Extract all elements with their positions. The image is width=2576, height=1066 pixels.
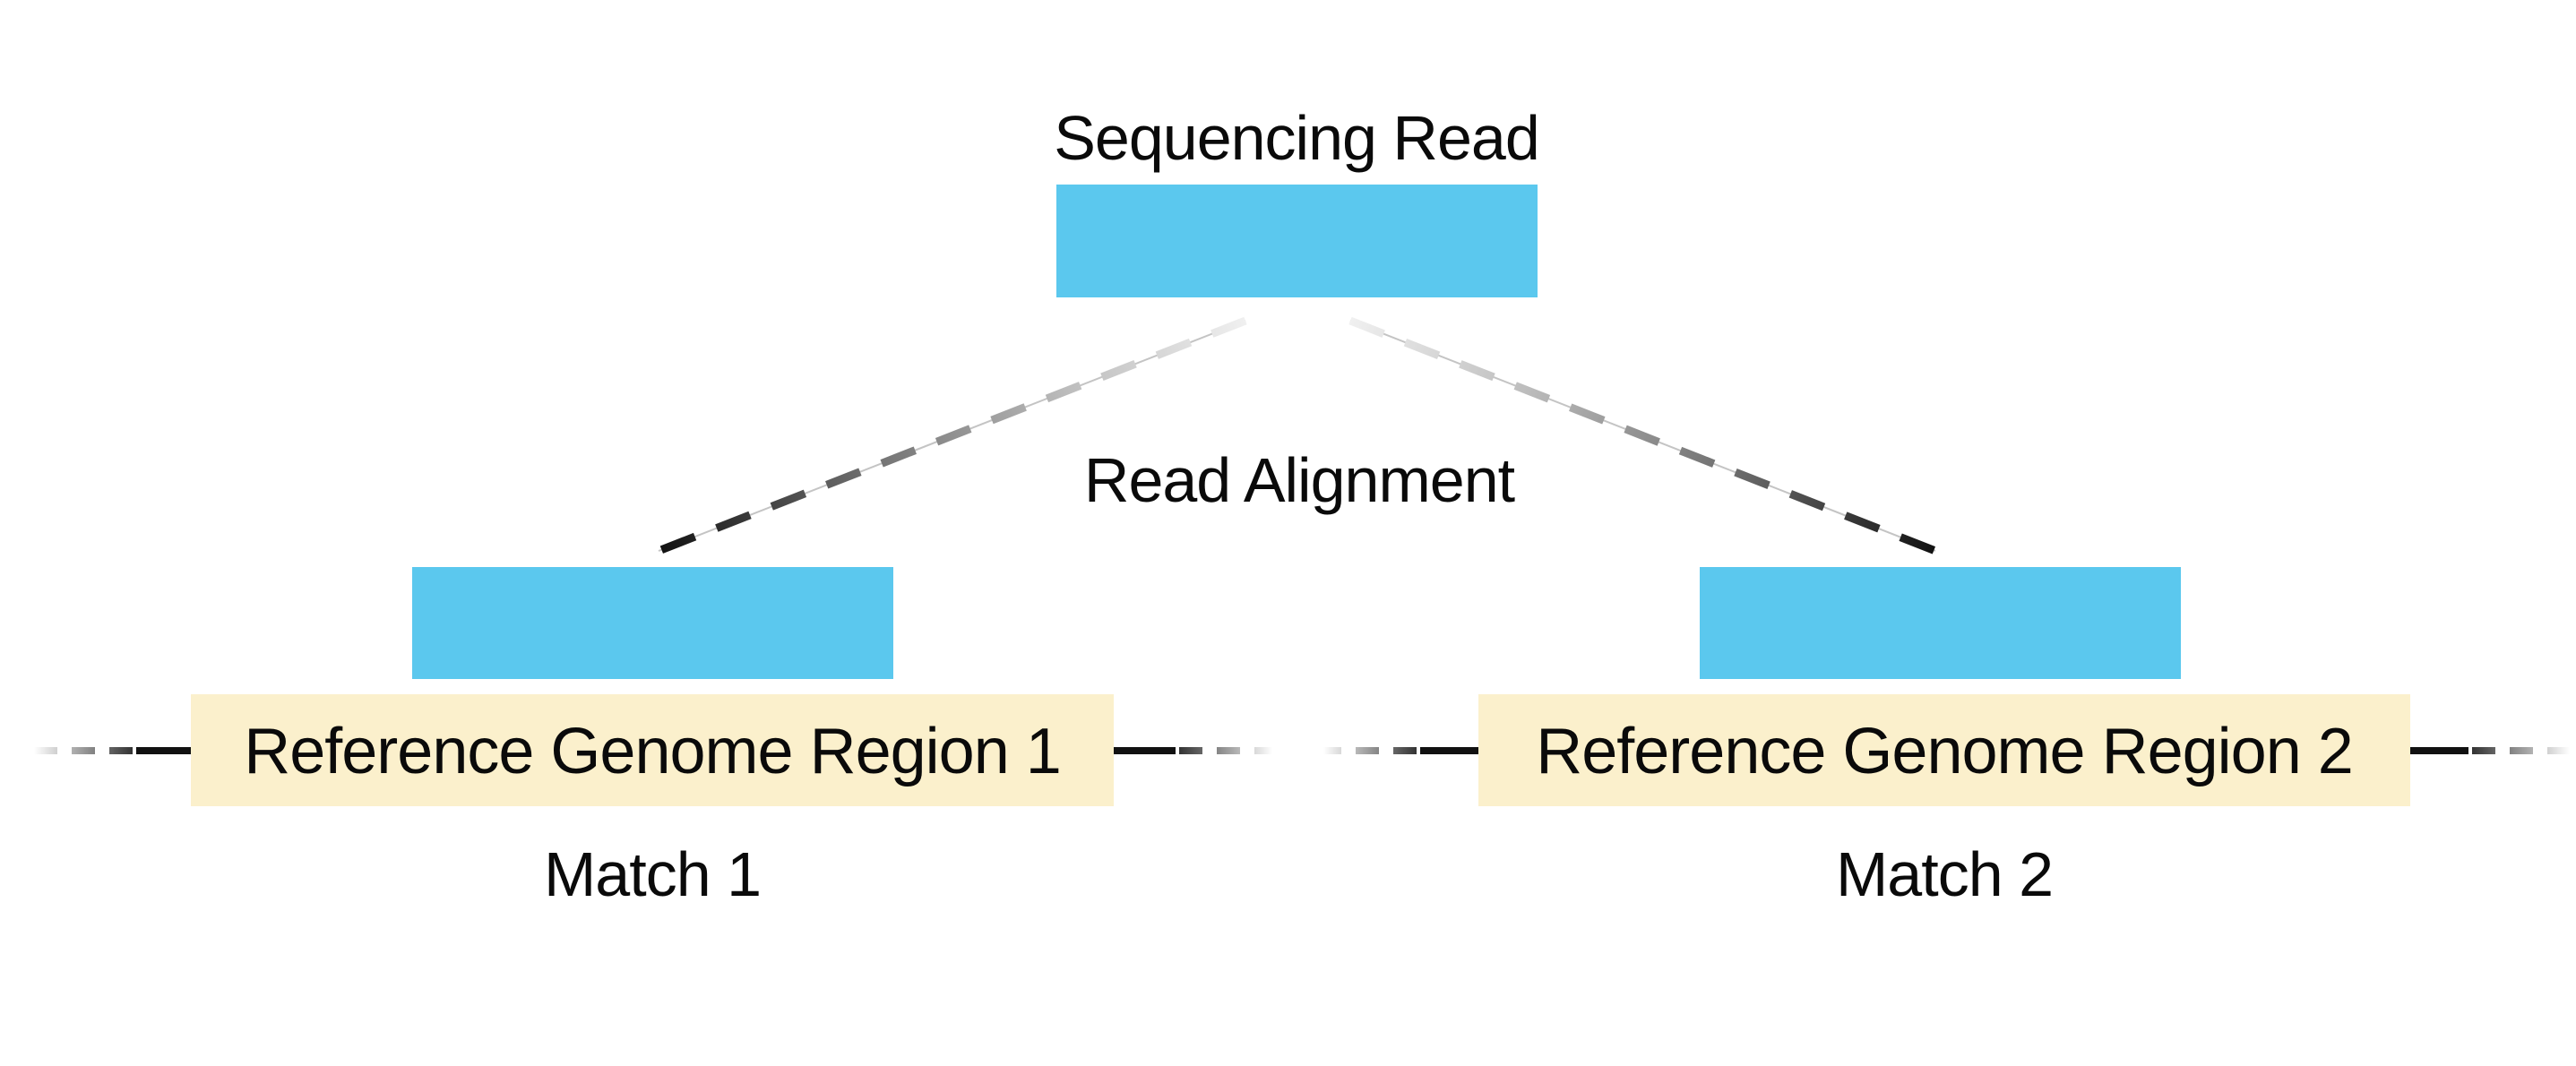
alignment-connector-left: [657, 316, 1247, 555]
alignment-connector-right: [1348, 316, 1937, 555]
reference-region-1-label: Reference Genome Region 1: [244, 716, 1061, 787]
read-alignment-label: Read Alignment: [1084, 445, 1515, 515]
alignment-connector-left-dashed-line: [657, 316, 1247, 555]
match-2-label: Match 2: [1836, 839, 2053, 909]
match-1-label: Match 1: [544, 839, 761, 909]
alignment-connector-right-dashed-line: [1348, 316, 1937, 555]
aligned-read-box-right: [1700, 567, 2181, 679]
sequencing-read-box: [1056, 185, 1538, 297]
aligned-read-box-left: [412, 567, 893, 679]
reference-region-box-1: [191, 694, 1114, 806]
sequencing-read-label: Sequencing Read: [1054, 103, 1539, 173]
reference-region-2-label: Reference Genome Region 2: [1536, 716, 2353, 787]
reference-region-box-2: [1478, 694, 2410, 806]
